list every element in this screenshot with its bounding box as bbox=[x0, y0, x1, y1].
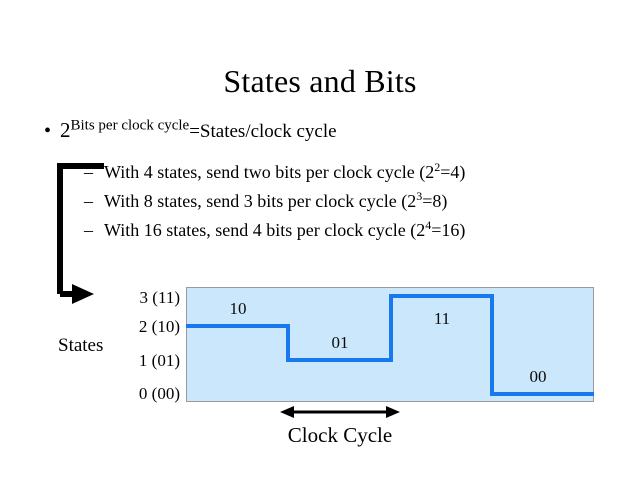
y-tick-label: 2 (10) bbox=[138, 317, 180, 336]
sub-bullet-list: –With 4 states, send two bits per clock … bbox=[84, 158, 624, 245]
list-item: –With 4 states, send two bits per clock … bbox=[84, 158, 624, 187]
list-item-text-after: =16) bbox=[431, 220, 466, 240]
list-item-exponent: 2 bbox=[434, 160, 441, 174]
main-bullet-exponent: Bits per clock cycle bbox=[70, 117, 190, 134]
list-item-text-before: With 16 states, send 4 bits per clock cy… bbox=[104, 220, 426, 240]
list-item-text-after: =8) bbox=[422, 191, 448, 211]
list-item-text-before: With 8 states, send 3 bits per clock cyc… bbox=[104, 191, 417, 211]
signal-segment-label: 11 bbox=[433, 309, 451, 328]
list-item: –With 16 states, send 4 bits per clock c… bbox=[84, 216, 624, 245]
y-axis-label: States bbox=[58, 335, 104, 356]
signal-segment-label: 01 bbox=[331, 333, 349, 352]
list-item-exponent: 4 bbox=[425, 218, 432, 232]
signal-waveform bbox=[186, 294, 594, 396]
dash-marker-icon: – bbox=[84, 162, 93, 182]
y-axis-tick-labels: 3 (11) 2 (10) 1 (01) 0 (00) bbox=[96, 287, 180, 405]
main-bullet-base: 2 bbox=[60, 118, 71, 142]
y-tick-label: 1 (01) bbox=[138, 351, 180, 370]
y-tick-label: 3 (11) bbox=[139, 288, 180, 307]
list-item-exponent: 3 bbox=[416, 189, 423, 203]
list-item: –With 8 states, send 3 bits per clock cy… bbox=[84, 187, 624, 216]
dash-marker-icon: – bbox=[84, 191, 93, 211]
x-axis-label: Clock Cycle bbox=[287, 423, 393, 447]
y-tick-label: 0 (00) bbox=[138, 384, 180, 403]
signal-segment-label: 10 bbox=[229, 299, 247, 318]
main-bullet-tail: =States/clock cycle bbox=[189, 121, 337, 142]
bullet-marker-icon: • bbox=[44, 120, 52, 142]
list-item-text-after: =4) bbox=[440, 162, 466, 182]
main-bullet: • 2Bits per clock cycle=States/clock cycl… bbox=[44, 118, 604, 144]
elbow-arrow-icon bbox=[52, 160, 122, 305]
page-title: States and Bits bbox=[223, 63, 417, 99]
clock-cycle-span-arrow-icon bbox=[280, 402, 400, 422]
list-item-text-before: With 4 states, send two bits per clock c… bbox=[104, 162, 435, 182]
signal-segment-label: 00 bbox=[529, 367, 547, 386]
dash-marker-icon: – bbox=[84, 220, 93, 240]
